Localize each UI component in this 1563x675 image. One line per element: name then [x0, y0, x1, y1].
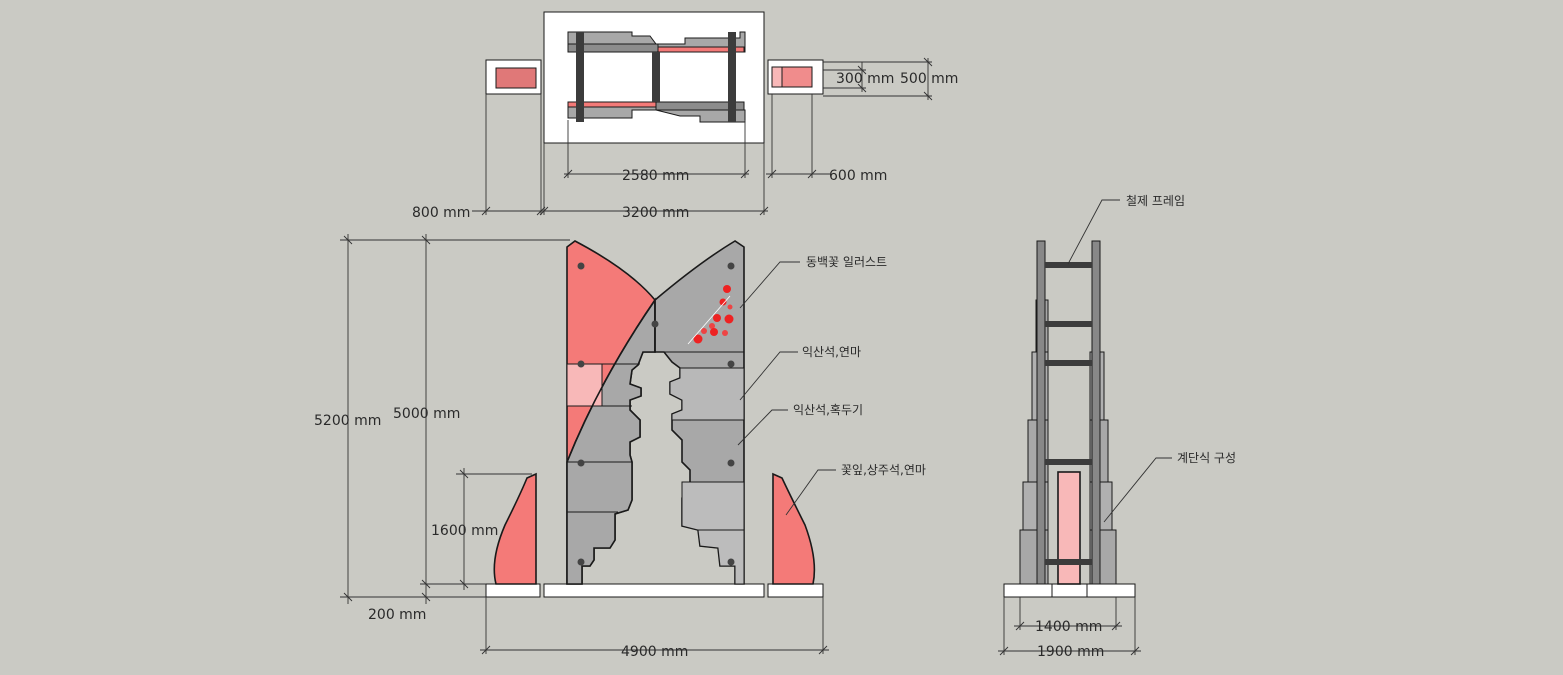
front-bolts	[577, 262, 735, 566]
label-iksan-hokdugi: 익산석,혹두기	[793, 403, 863, 417]
front-petal-left	[493, 472, 537, 585]
dim-600: 600 mm	[829, 168, 887, 184]
front-dimensions: 5200 mm 5000 mm 1600 mm 200 mm 4900 mm	[314, 234, 829, 660]
plan-frame-mid	[652, 52, 660, 102]
dim-5200: 5200 mm	[314, 413, 381, 429]
dim-300: 300 mm	[836, 71, 894, 87]
side-view	[1003, 240, 1136, 598]
label-steel-frame: 철제 프레임	[1126, 194, 1185, 208]
front-labels: 동백꽃 일러스트 익산석,연마 익산석,혹두기 꽃잎,상주석,연마	[737, 255, 926, 516]
front-petal-right	[772, 472, 816, 585]
plan-frame-left	[576, 32, 584, 122]
dim-5000: 5000 mm	[393, 406, 460, 422]
side-frame-right	[1091, 240, 1101, 585]
front-base-right	[767, 583, 824, 598]
dim-1600: 1600 mm	[431, 523, 498, 539]
dim-200: 200 mm	[368, 607, 426, 623]
plan-petal-left	[495, 67, 537, 89]
side-labels: 철제 프레임 계단식 구성	[1067, 194, 1236, 523]
dim-2580: 2580 mm	[622, 168, 689, 184]
dim-800: 800 mm	[412, 205, 470, 221]
side-frame-left	[1036, 240, 1046, 585]
dim-3200: 3200 mm	[622, 205, 689, 221]
label-stepped: 계단식 구성	[1177, 451, 1236, 465]
label-petal: 꽃잎,상주석,연마	[841, 463, 926, 477]
label-iksan-yeonma: 익산석,연마	[802, 345, 861, 359]
front-base-center	[543, 583, 765, 598]
plan-view	[485, 11, 824, 144]
camellia-illustration	[687, 285, 734, 345]
front-view	[485, 240, 824, 598]
dim-500: 500 mm	[900, 71, 958, 87]
front-base-left	[485, 583, 541, 598]
dim-1400: 1400 mm	[1035, 619, 1102, 635]
plan-dimensions: 300 mm 500 mm 2580 mm 600 mm 800 mm 3200…	[412, 57, 958, 221]
dim-4900: 4900 mm	[621, 644, 688, 660]
side-petal	[1057, 471, 1081, 585]
side-frame-crossbars	[1045, 262, 1092, 565]
dim-1900: 1900 mm	[1037, 644, 1104, 660]
label-camellia: 동백꽃 일러스트	[806, 255, 887, 269]
side-dimensions: 1400 mm 1900 mm	[998, 597, 1141, 660]
plan-frame-right	[728, 32, 736, 122]
